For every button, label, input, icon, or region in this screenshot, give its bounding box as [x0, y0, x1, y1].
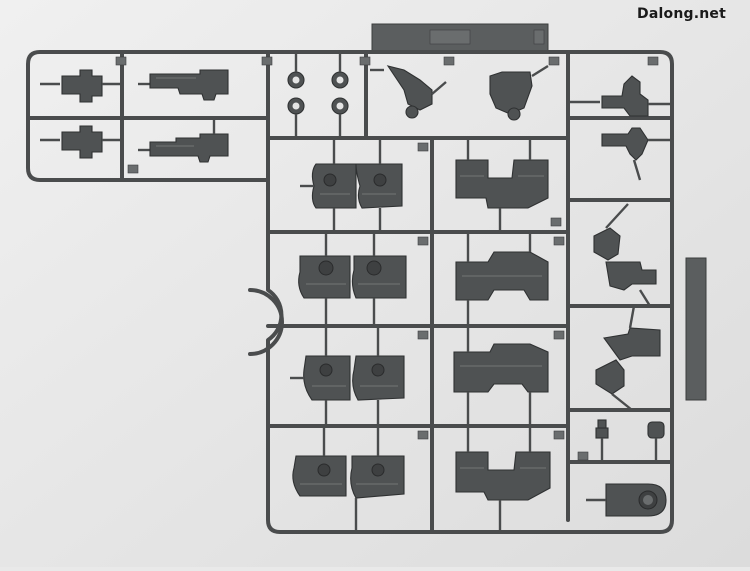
parts-right-column — [568, 75, 672, 181]
sprue-frame — [26, 50, 674, 534]
parts-armor-left — [290, 138, 407, 532]
parts-long-pieces — [138, 69, 229, 163]
parts-small-pegs — [586, 419, 667, 517]
parts-wheels — [370, 64, 549, 121]
parts-rings — [287, 52, 349, 138]
sprue-side-tag — [685, 257, 707, 401]
parts-joints — [593, 203, 661, 411]
sprue-top-tag — [371, 23, 549, 53]
parts-armor-right — [453, 138, 551, 532]
parts-top-left — [40, 69, 122, 159]
watermark-text: Dalong.net — [637, 6, 726, 22]
part-number-tags — [115, 56, 659, 461]
